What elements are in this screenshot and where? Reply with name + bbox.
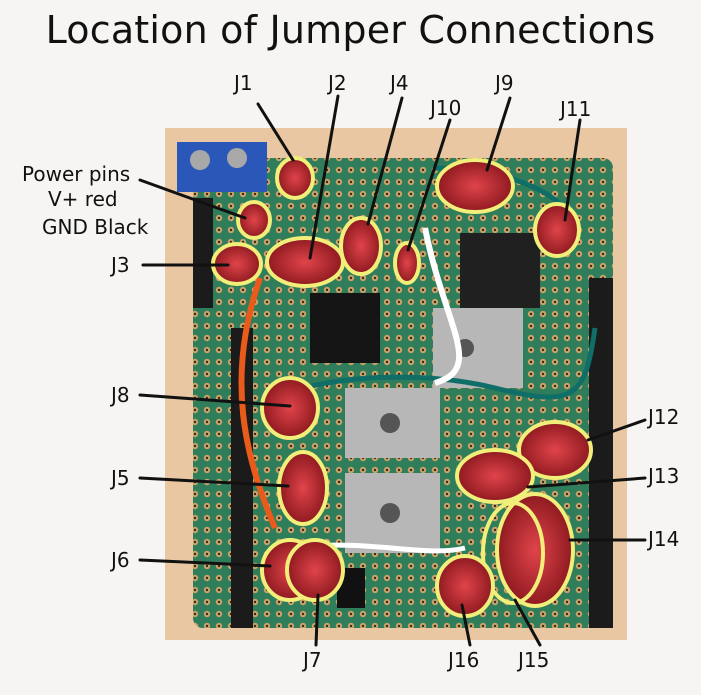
leader-j7 [314, 593, 320, 647]
label-j16: J16 [448, 648, 480, 672]
jumper-highlights [211, 156, 593, 618]
label-j3: J3 [111, 253, 130, 277]
leader-j6 [138, 558, 272, 568]
label-j4: J4 [390, 71, 409, 95]
power-gnd-label: GND Black [42, 215, 149, 239]
ic-chip-1 [310, 293, 380, 363]
label-j15: J15 [518, 648, 550, 672]
label-j13: J13 [648, 464, 680, 488]
label-j9: J9 [495, 71, 514, 95]
label-j10: J10 [430, 96, 462, 120]
leader-power [138, 178, 247, 220]
leader-j8 [138, 393, 292, 408]
label-j7: J7 [303, 648, 322, 672]
label-j6: J6 [111, 548, 130, 572]
leader-j5 [138, 476, 290, 488]
label-j5: J5 [111, 466, 130, 490]
label-j12: J12 [648, 405, 680, 429]
leader-j11 [563, 118, 582, 222]
power-pins-label: Power pins [22, 162, 131, 186]
leader-j13 [526, 476, 647, 489]
label-j11: J11 [560, 97, 592, 121]
circuit-board-photo [165, 128, 627, 640]
leader-j1 [256, 102, 295, 162]
leader-j10 [406, 118, 452, 252]
terminal-block [177, 142, 267, 192]
power-vplus-label: V+ red [48, 187, 118, 211]
label-j2: J2 [328, 71, 347, 95]
leader-j15 [513, 598, 542, 647]
leader-j12 [586, 418, 647, 442]
leader-j2 [308, 94, 340, 260]
label-j1: J1 [234, 71, 253, 95]
leader-j16 [460, 603, 472, 647]
label-j8: J8 [111, 383, 130, 407]
label-j14: J14 [648, 527, 680, 551]
ic-socket [460, 233, 540, 308]
leader-j9 [485, 96, 512, 172]
page-title: Location of Jumper Connections [45, 8, 656, 52]
leader-j4 [366, 96, 404, 226]
